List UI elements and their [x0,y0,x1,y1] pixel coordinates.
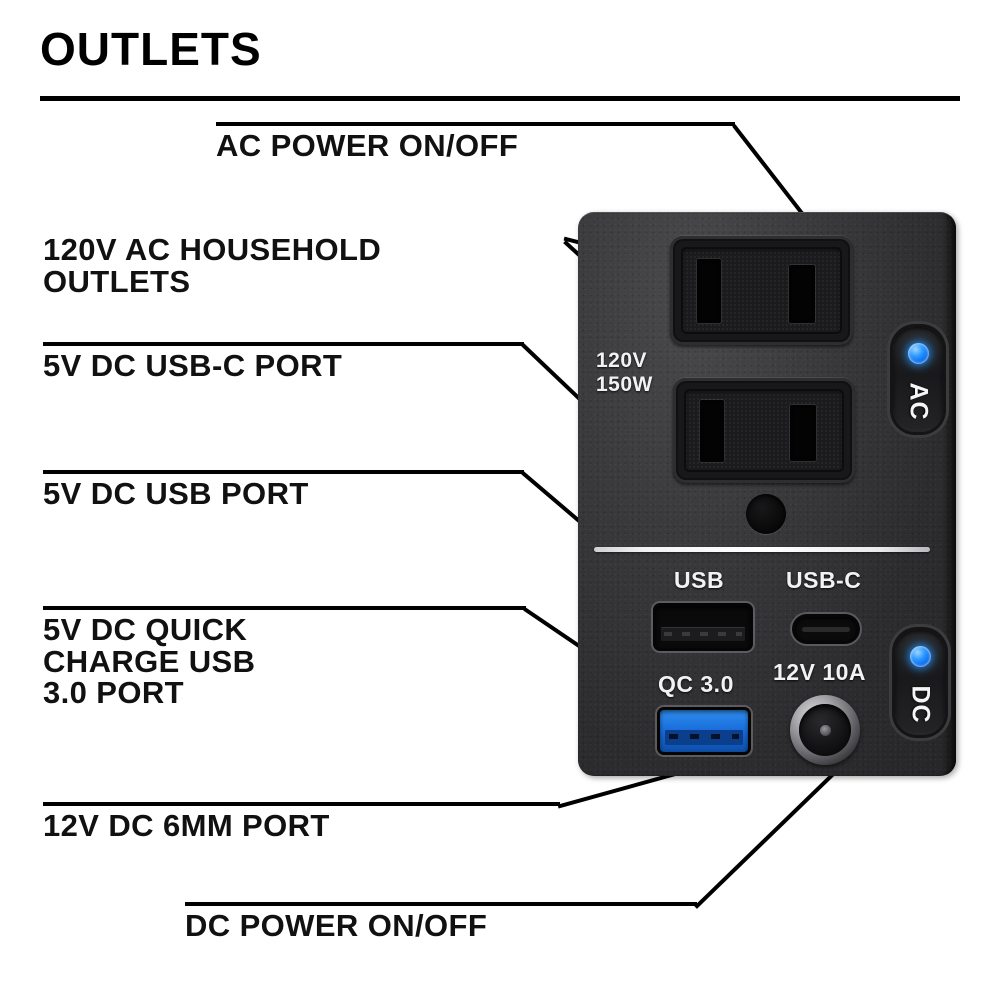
dc-power-button[interactable]: DC [895,630,945,735]
usb-c-port-label: USB-C [786,567,862,593]
ac-outlet-face [681,247,842,334]
usb-qc30-port[interactable] [660,710,748,752]
callout-label: AC POWER ON/OFF [216,128,519,163]
ac-outlet-face [684,389,844,472]
callout-rule [43,802,560,806]
callout-5v-dc-quick-charge-usb-30-port[interactable]: 5V DC QUICK CHARGE USB 3.0 PORT [43,606,527,709]
callout-label: 5V DC QUICK CHARGE USB 3.0 PORT [43,612,256,711]
dc-rating-label: 12V 10A [773,659,867,685]
qc-port-label: QC 3.0 [658,671,734,697]
usb-c-port[interactable] [795,617,857,641]
callout-12v-dc-6mm-port[interactable]: 12V DC 6MM PORT [43,802,561,842]
callout-rule [43,470,524,474]
callout-rule [185,902,697,906]
ac-rating-line1: 120V [596,349,648,372]
ac-outlet-slot-right [790,405,816,461]
dc-6mm-barrel-port[interactable] [790,695,860,765]
callout-5v-dc-usb-port[interactable]: 5V DC USB PORT [43,470,525,510]
ac-outlet-slot-right [789,265,815,323]
dc-power-led [910,646,931,667]
ac-outlet-slot-left [697,259,721,323]
callout-dc-power-on-off[interactable]: DC POWER ON/OFF [185,902,698,942]
dc-button-label: DC [906,685,935,724]
ac-power-button[interactable]: AC [893,327,943,432]
callout-label: 5V DC USB-C PORT [43,348,343,383]
usb-c-tongue [802,627,850,632]
callout-rule [43,606,526,610]
callout-rule [216,122,735,126]
ac-power-led [908,343,929,364]
usb-port-label: USB [674,567,725,593]
callout-rule [43,342,524,346]
callout-label: 12V DC 6MM PORT [43,808,330,843]
callout-120v-ac-household-outlets[interactable]: 120V AC HOUSEHOLD OUTLETS [43,234,567,297]
dc-barrel-center-pin [820,725,831,736]
callout-label: 120V AC HOUSEHOLD OUTLETS [43,232,382,299]
ac-outlet-bottom[interactable] [673,378,855,483]
callout-label: DC POWER ON/OFF [185,908,488,943]
ac-outlet-top[interactable] [670,236,853,345]
ac-button-label: AC [904,382,933,421]
device-outlet-panel: 120V 150W USB USB-C QC 3.0 12V 10A [578,212,956,776]
usb-a-port[interactable] [656,606,750,648]
panel-right-bevel [942,212,956,776]
callout-label: 5V DC USB PORT [43,476,309,511]
ac-rating-line2: 150W [596,373,653,396]
callout-ac-power-on-off[interactable]: AC POWER ON/OFF [216,122,736,162]
ac-outlet-slot-left [700,400,724,462]
usb-a-pins [663,632,743,637]
title-divider-rule [40,96,960,101]
page-title: OUTLETS [40,23,262,75]
panel-divider-line [594,547,930,552]
panel-screw-hole [746,494,786,534]
callout-5v-dc-usb-c-port[interactable]: 5V DC USB-C PORT [43,342,525,382]
usb-qc30-pins [668,733,740,739]
